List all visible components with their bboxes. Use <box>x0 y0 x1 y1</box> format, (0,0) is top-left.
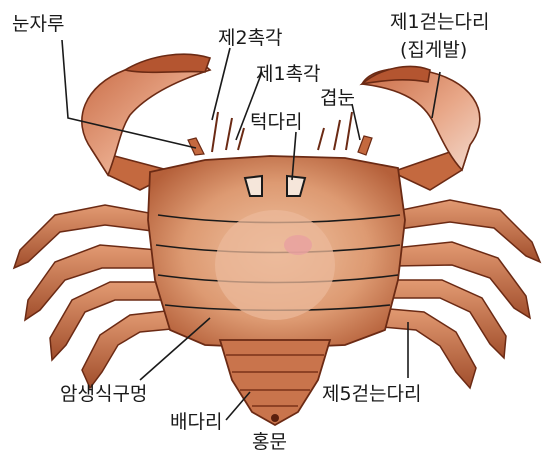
crab-body <box>148 112 405 348</box>
leader-antenna2 <box>212 48 230 120</box>
label-antenna1: 제1촉각 <box>256 63 321 85</box>
label-leg1-line2: (집게발) <box>400 39 467 61</box>
label-abdomen: 배다리 <box>170 411 222 433</box>
label-anus: 홍문 <box>252 431 287 453</box>
label-compound-eye: 겹눈 <box>320 87 355 109</box>
label-leg1-line1: 제1걷는다리 <box>390 11 490 33</box>
label-eyestalk: 눈자루 <box>12 13 64 35</box>
leader-abdomen <box>226 392 250 420</box>
abdomen <box>220 340 330 425</box>
label-antenna2: 제2촉각 <box>218 27 283 49</box>
leader-compound-eye <box>352 104 360 140</box>
label-leg5: 제5걷는다리 <box>322 383 422 405</box>
label-jaw-legs: 턱다리 <box>250 111 302 133</box>
label-genital-pore: 암생식구멍 <box>60 383 147 405</box>
